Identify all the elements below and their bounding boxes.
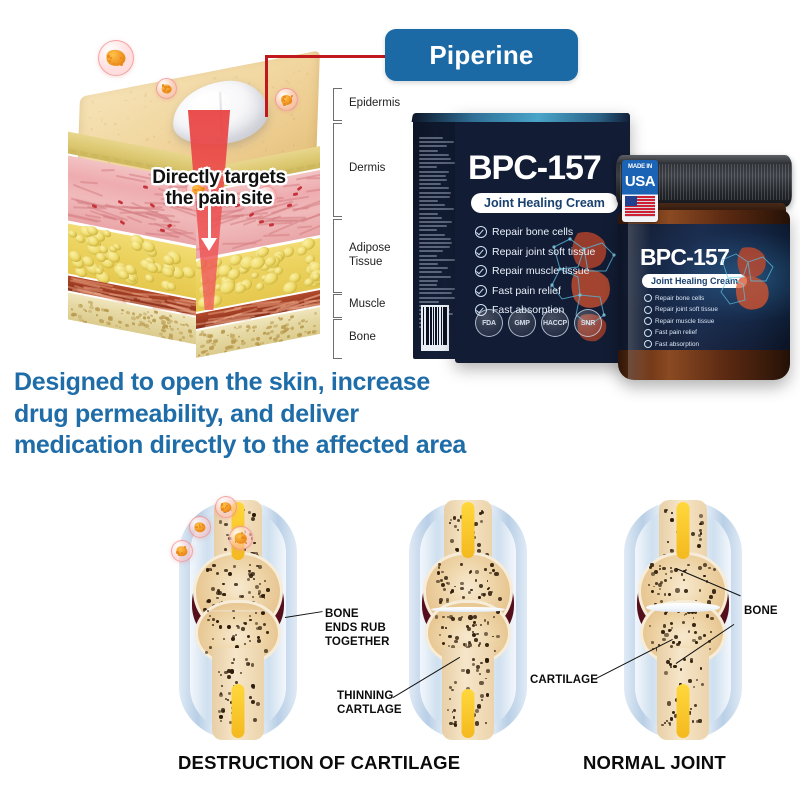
jar-feature-item: Fast absorption	[644, 340, 718, 348]
label-cartilage: CARTILAGE	[530, 674, 598, 688]
product-box-title: BPC-157	[468, 151, 601, 185]
arrow-head-icon	[201, 238, 217, 251]
tagline-line1: Designed to open the skin, increase	[14, 367, 484, 399]
skin-layer-label-dermis: Dermis	[349, 162, 385, 176]
label-bone: BONE	[744, 605, 778, 619]
box-feature-label: Repair muscle tissue	[492, 265, 589, 277]
pain-site-caption-line2: the pain site	[166, 188, 273, 209]
piperine-particle	[229, 526, 253, 550]
jar-feature-label: Repair bone cells	[655, 295, 704, 302]
tagline-line3: medication directly to the affected area	[14, 430, 484, 462]
tagline-line2: drug permeability, and deliver	[14, 399, 484, 431]
made-in-usa-badge: MADE IN USA	[622, 160, 658, 222]
product-box-front-panel: BPC-157 Joint Healing Cream Repair bone …	[455, 113, 630, 363]
barcode-icon	[421, 305, 449, 351]
skin-layers-left-face	[68, 132, 196, 345]
us-flag-icon	[625, 196, 655, 217]
box-feature-label: Repair bone cells	[492, 226, 573, 238]
product-box-side-panel	[413, 119, 456, 359]
callout-leader-vertical	[265, 55, 268, 117]
jar-feature-item: Fast pain relief	[644, 329, 718, 337]
jar-feature-item: Repair muscle tissue	[644, 317, 718, 325]
pain-site-caption: Directly targets the pain site	[124, 168, 314, 209]
label-bone-ends-rub: BONE ENDS RUB TOGETHER	[325, 608, 389, 649]
jar-feature-item: Repair bone cells	[644, 294, 718, 302]
certification-badge-fda: FDA	[475, 309, 503, 337]
piperine-particle	[171, 540, 193, 562]
jar-feature-label: Repair muscle tissue	[655, 318, 714, 325]
piperine-badge-label: Piperine	[429, 40, 533, 71]
jar-feature-item: Repair joint soft tissue	[644, 306, 718, 314]
box-feature-item: Repair bone cells	[475, 226, 595, 238]
skin-cross-section-illustration: Directly targets the pain site	[60, 48, 360, 348]
made-in-usa-line2: USA	[622, 173, 658, 190]
joint-diagram-normal	[608, 500, 758, 740]
box-feature-label: Repair joint soft tissue	[492, 246, 595, 258]
skin-layer-label-muscle: Muscle	[349, 298, 385, 312]
caption-normal-joint: NORMAL JOINT	[583, 752, 726, 774]
box-feature-label: Fast pain relief	[492, 285, 561, 297]
box-feature-item: Repair muscle tissue	[475, 265, 595, 277]
skin-layer-label-epidermis: Epidermis	[349, 97, 400, 111]
piperine-badge[interactable]: Piperine	[385, 29, 578, 81]
caption-destruction-of-cartilage: DESTRUCTION OF CARTILAGE	[178, 752, 460, 774]
product-jar: BPC-157 Joint Healing Cream Repair bone …	[608, 150, 794, 388]
box-feature-item: Fast pain relief	[475, 285, 595, 297]
piperine-particle	[189, 516, 211, 538]
made-in-usa-line1: MADE IN	[622, 164, 658, 170]
skin-layer-label-adipose-tissue: Adipose Tissue	[349, 242, 391, 269]
jar-body: BPC-157 Joint Healing Cream Repair bone …	[618, 210, 790, 380]
check-icon	[475, 285, 487, 297]
check-icon	[475, 246, 487, 258]
jar-feature-label: Repair joint soft tissue	[655, 306, 718, 313]
product-box-subtitle: Joint Healing Cream	[471, 193, 618, 213]
callout-leader-horizontal	[265, 55, 387, 58]
certification-badge-haccp: HACCP	[541, 309, 569, 337]
product-box-top-edge	[412, 113, 630, 122]
piperine-particle	[215, 496, 237, 518]
check-icon	[475, 265, 487, 277]
certification-badge-snr: SNR	[574, 309, 602, 337]
jar-feature-list: Repair bone cellsRepair joint soft tissu…	[644, 294, 718, 350]
tagline: Designed to open the skin, increase drug…	[14, 367, 484, 462]
check-icon	[475, 226, 487, 238]
label-thinning-cartilage: THINNING CARTLAGE	[337, 690, 402, 718]
pain-site-caption-line1: Directly targets	[152, 167, 286, 188]
joint-diagram-damaged	[163, 500, 313, 740]
certification-badge-gmp: GMP	[508, 309, 536, 337]
jar-feature-label: Fast absorption	[655, 341, 699, 348]
jar-feature-label: Fast pain relief	[655, 329, 697, 336]
product-box: BPC-157 Joint Healing Cream Repair bone …	[413, 113, 630, 363]
jar-highlight	[628, 210, 650, 380]
certification-badges: FDAGMPHACCPSNR	[475, 309, 602, 337]
skin-layer-label-bone: Bone	[349, 331, 376, 345]
jar-title: BPC-157	[640, 246, 729, 269]
box-feature-item: Repair joint soft tissue	[475, 246, 595, 258]
joint-diagram-thinning	[393, 500, 543, 740]
